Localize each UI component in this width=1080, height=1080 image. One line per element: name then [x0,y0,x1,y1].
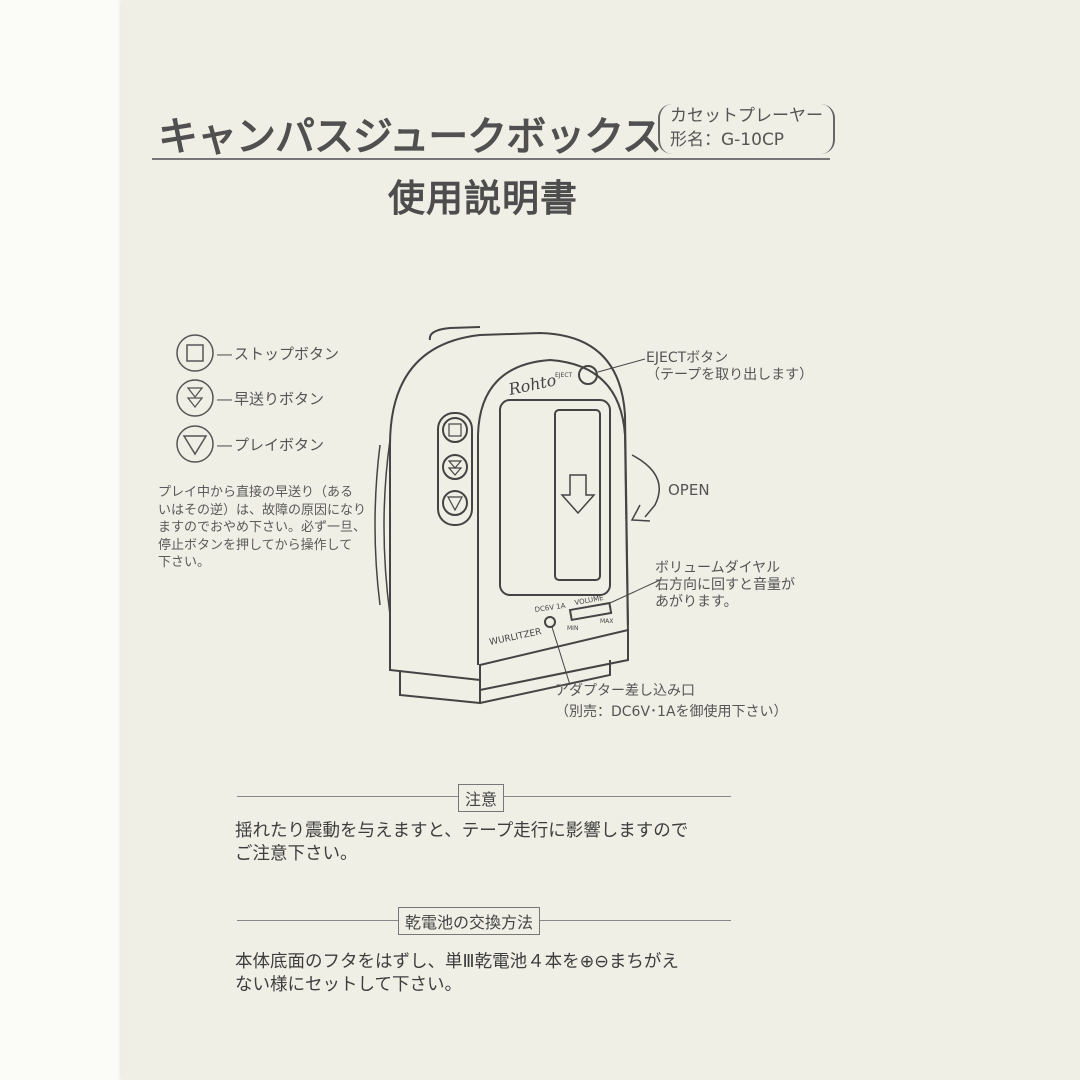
eject-marking: EJECT [555,372,573,379]
product-type: カセットプレーヤー [670,106,823,126]
eject-callout: EJECTボタン （テープを取り出します） [646,350,813,384]
open-label: OPEN [668,481,710,499]
callout-line: EJECTボタン [646,350,729,366]
operation-warning: プレイ中から直接の早送り（ある いはその逆）は、故障の原因になり ますのでおやめ… [158,484,366,572]
button-column [437,412,473,526]
jukebox-illustration: Rohto EJECT WURLITZER DC6V 1A VOLUME MIN… [374,326,661,705]
callout-line: あがります。 [655,594,738,610]
battery-heading: 乾電池の交換方法 [398,907,541,935]
legend-stop: ―ストップボタン [175,333,339,373]
callout-line: ボリュームダイヤル [655,560,781,576]
legend-label: ―ストップボタン [217,344,340,363]
volume-callout: ボリュームダイヤル 右方向に回すと音量が あがります。 [655,560,795,611]
fast-forward-button-icon [442,454,468,480]
stop-square-icon [176,334,214,372]
cabinet-outline [389,331,629,635]
arrow-down-icon [560,474,596,515]
body-line: ない様にセットして下さい。 [235,975,462,995]
body-line: ご注意下さい。 [235,844,358,864]
brand-logo: Rohto [506,370,558,399]
open-arrow-icon [631,454,660,518]
background-edge [0,0,122,1080]
callout-line: 右方向に回すと音量が [655,577,795,593]
title-divider [152,158,830,160]
power-marking: DC6V 1A [534,602,566,614]
adapter-jack [544,616,556,628]
adapter-callout: アダプター差し込み口 （別売：DC6V･1Aを御使用下さい） [555,681,788,723]
manual-title: 使用説明書 [388,177,578,220]
cassette-door [499,399,611,596]
caution-text: 揺れたり震動を与えますと、テープ走行に影響しますので ご注意下さい。 [235,820,688,866]
warning-line: 下さい。 [158,555,211,570]
stop-button-icon [442,417,468,443]
caution-heading: 注意 [458,784,505,812]
warning-line: プレイ中から直接の早送り（ある [158,485,354,500]
cassette-window [554,409,601,581]
maker-marking: WURLITZER [489,627,543,648]
play-triangle-icon [176,425,214,463]
min-marking: MIN [567,625,578,632]
cabinet-base [479,628,629,692]
warning-line: ますのでおやめ下さい。必ず一旦、 [158,520,367,535]
legend-play: ―プレイボタン [175,424,324,464]
body-line: 揺れたり震動を与えますと、テープ走行に影響しますので [235,821,689,841]
model-number: 形名：G-10CP [670,130,785,150]
callout-line: （テープを取り出します） [646,367,814,383]
fast-forward-double-triangle-icon [176,379,214,417]
legend-label: ―プレイボタン [217,435,325,454]
callout-line: （別売：DC6V･1Aを御使用下さい） [555,704,788,720]
warning-line: いはその逆）は、故障の原因になり [158,502,367,518]
warning-line: 停止ボタンを押してから操作して [158,537,353,553]
max-marking: MAX [600,618,613,625]
volume-dial[interactable] [568,601,613,622]
play-button-icon [442,490,468,516]
eject-button[interactable] [578,365,598,385]
body-line: 本体底面のフタをはずし、単Ⅲ乾電池４本を⊕⊖まちがえ [235,952,679,972]
front-arch [477,358,629,665]
callout-line: アダプター差し込み口 [555,683,695,699]
product-title: キャンパスジュークボックス [158,114,662,160]
legend-fast-forward: ―早送りボタン [175,378,324,418]
battery-text: 本体底面のフタをはずし、単Ⅲ乾電池４本を⊕⊖まちがえ ない様にセットして下さい。 [235,951,679,997]
product-spec: カセットプレーヤー 形名：G-10CP [658,104,835,154]
legend-label: ―早送りボタン [217,389,325,408]
